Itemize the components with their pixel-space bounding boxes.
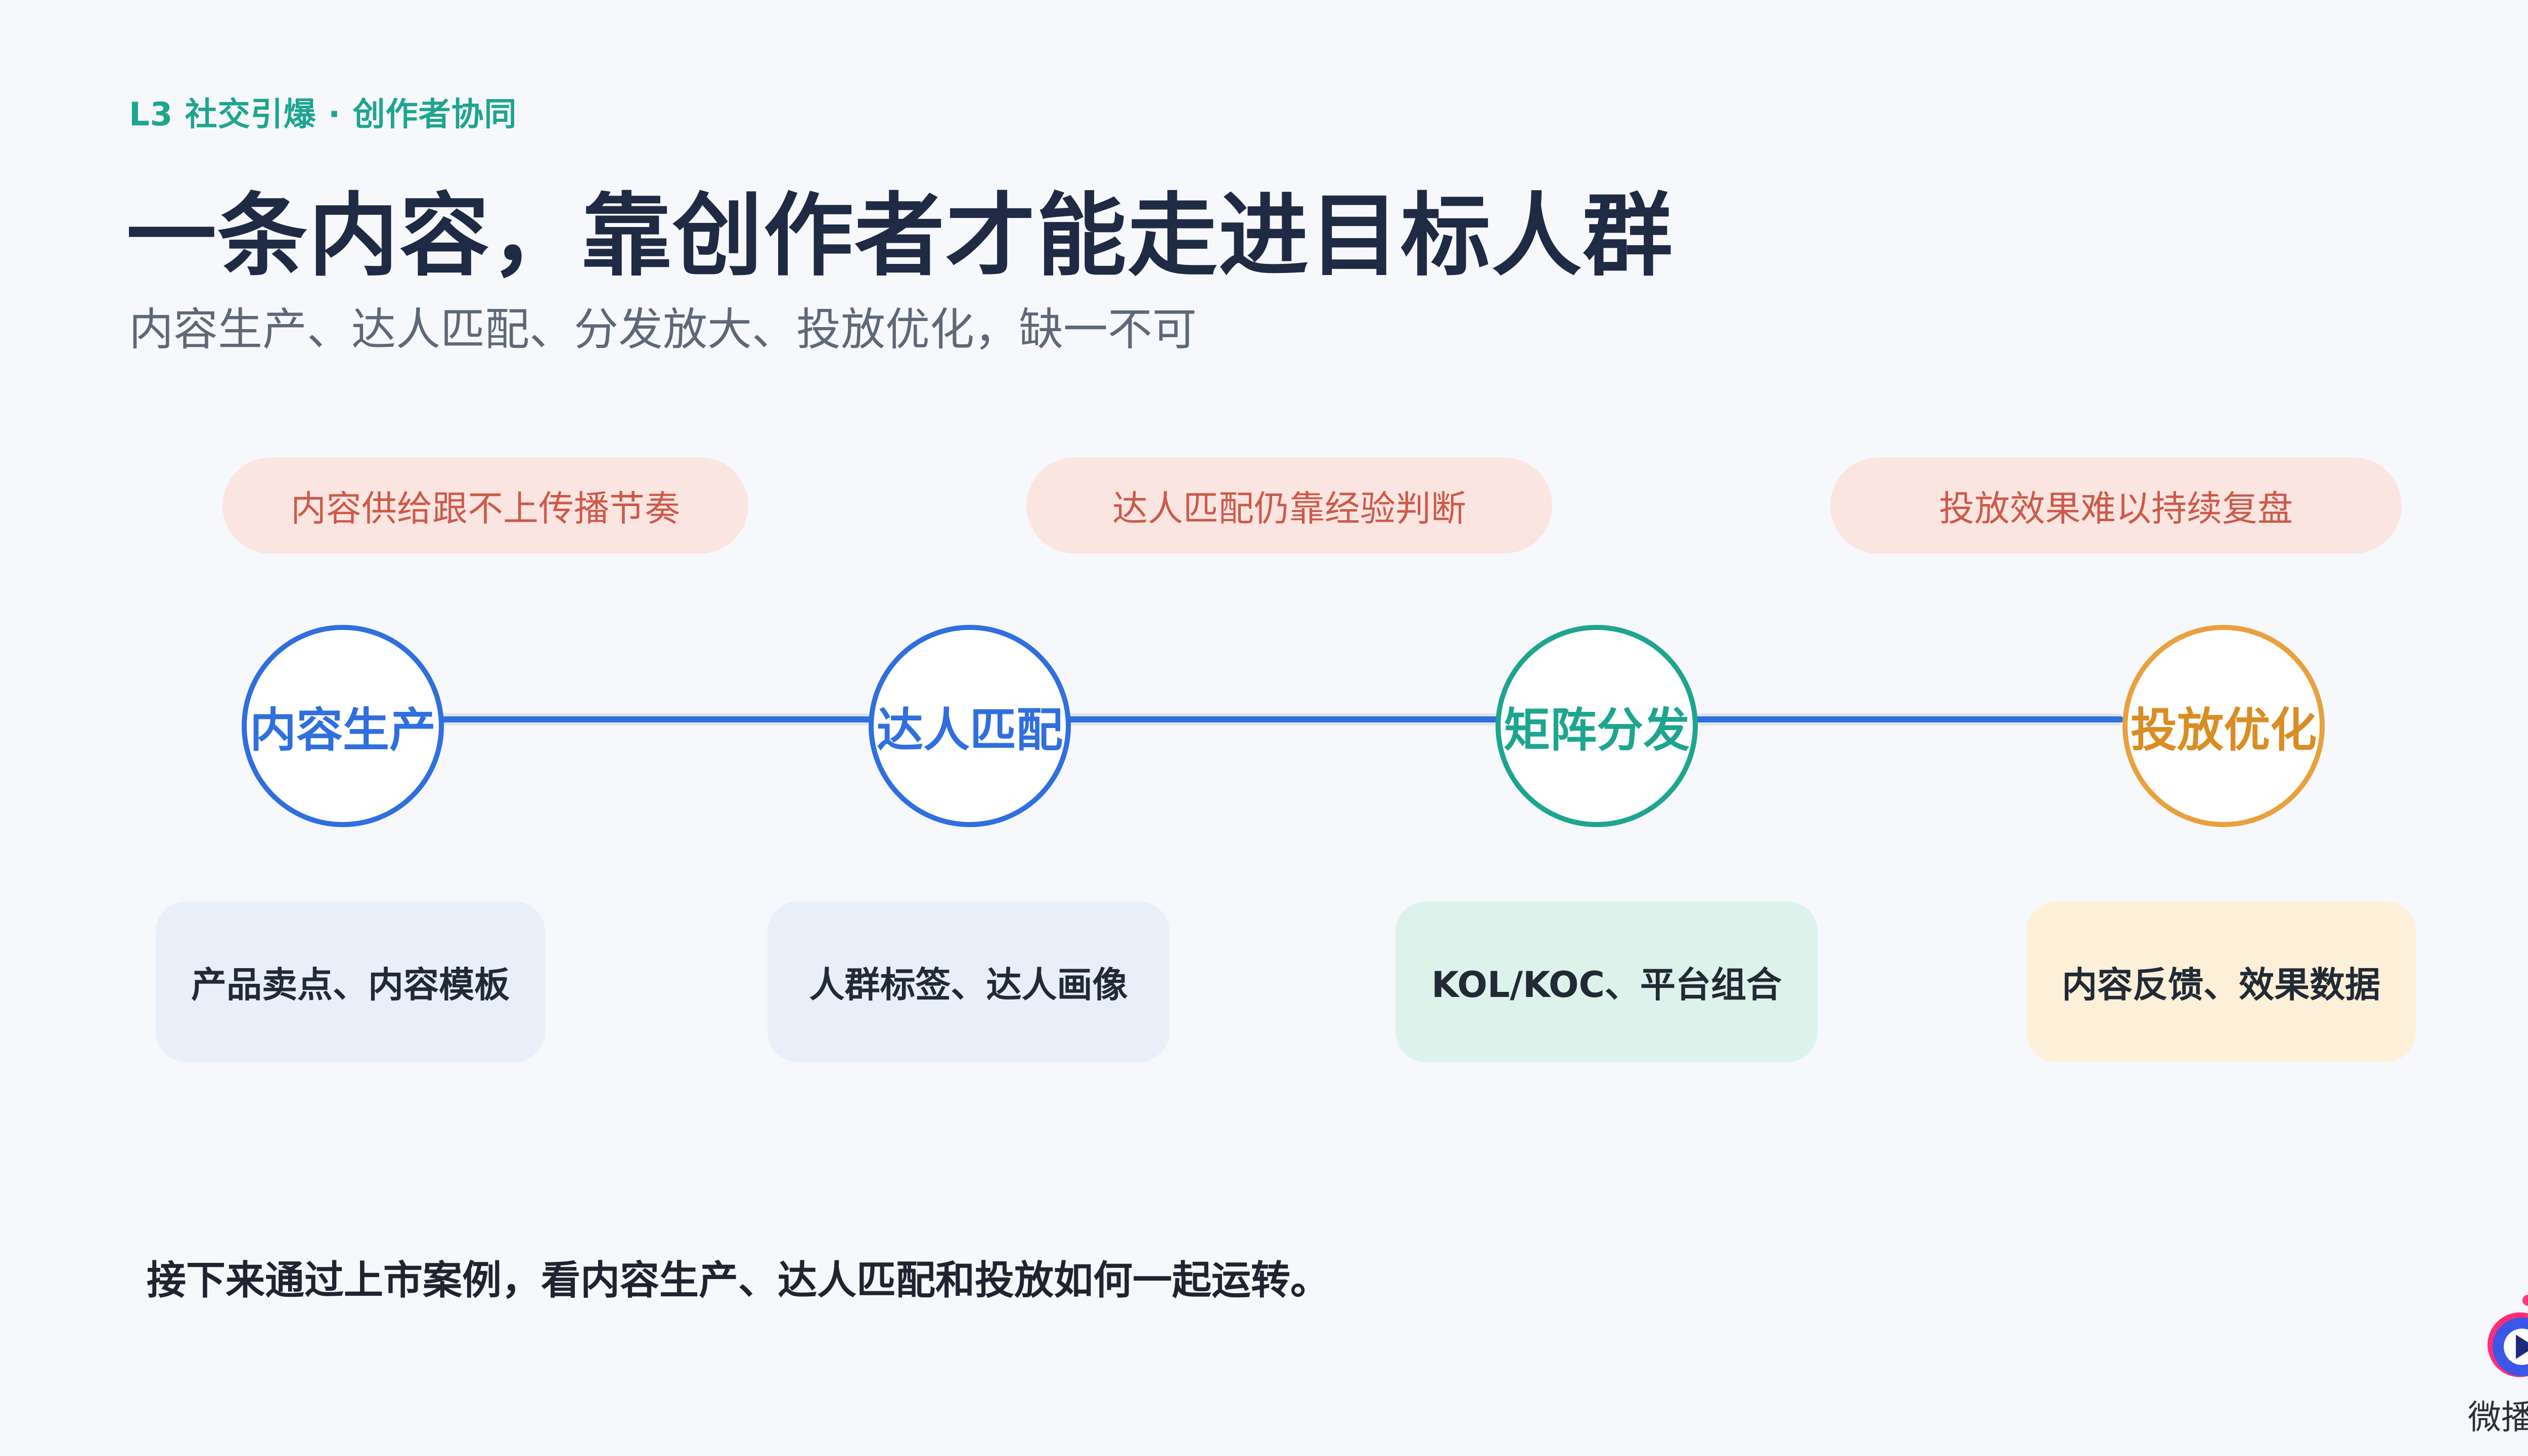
detail-card-content-production: 产品卖点、内容模板	[156, 901, 545, 1062]
detail-card-matrix-distribution: KOL/KOC、平台组合	[1395, 901, 1818, 1062]
detail-card-creator-matching: 人群标签、达人画像	[768, 901, 1169, 1062]
stage-content-production: 内容生产	[242, 625, 444, 827]
brand-logo: 微播易	[2462, 1289, 2528, 1441]
page-title: 一条内容，靠创作者才能走进目标人群	[126, 184, 1674, 288]
pain-point-optimization: 投放效果难以持续复盘	[1830, 458, 2402, 554]
flow-connector	[339, 713, 2124, 725]
brand-name: 微播易	[2468, 1398, 2528, 1437]
stage-ad-optimization: 投放优化	[2123, 625, 2325, 827]
detail-card-ad-optimization: 内容反馈、效果数据	[2026, 901, 2416, 1062]
stage-matrix-distribution: 矩阵分发	[1496, 625, 1698, 827]
footer-note: 接下来通过上市案例，看内容生产、达人匹配和投放如何一起运转。	[147, 1258, 1330, 1303]
flow-connector-line	[339, 716, 2124, 722]
pain-point-matching: 达人匹配仍靠经验判断	[1026, 458, 1552, 554]
play-icon	[2488, 1295, 2528, 1377]
stage-creator-matching: 达人匹配	[869, 625, 1071, 827]
section-eyebrow: L3 社交引爆 · 创作者协同	[129, 96, 517, 133]
page-subtitle: 内容生产、达人匹配、分发放大、投放优化，缺一不可	[129, 303, 1197, 355]
pain-point-content: 内容供给跟不上传播节奏	[222, 458, 748, 554]
